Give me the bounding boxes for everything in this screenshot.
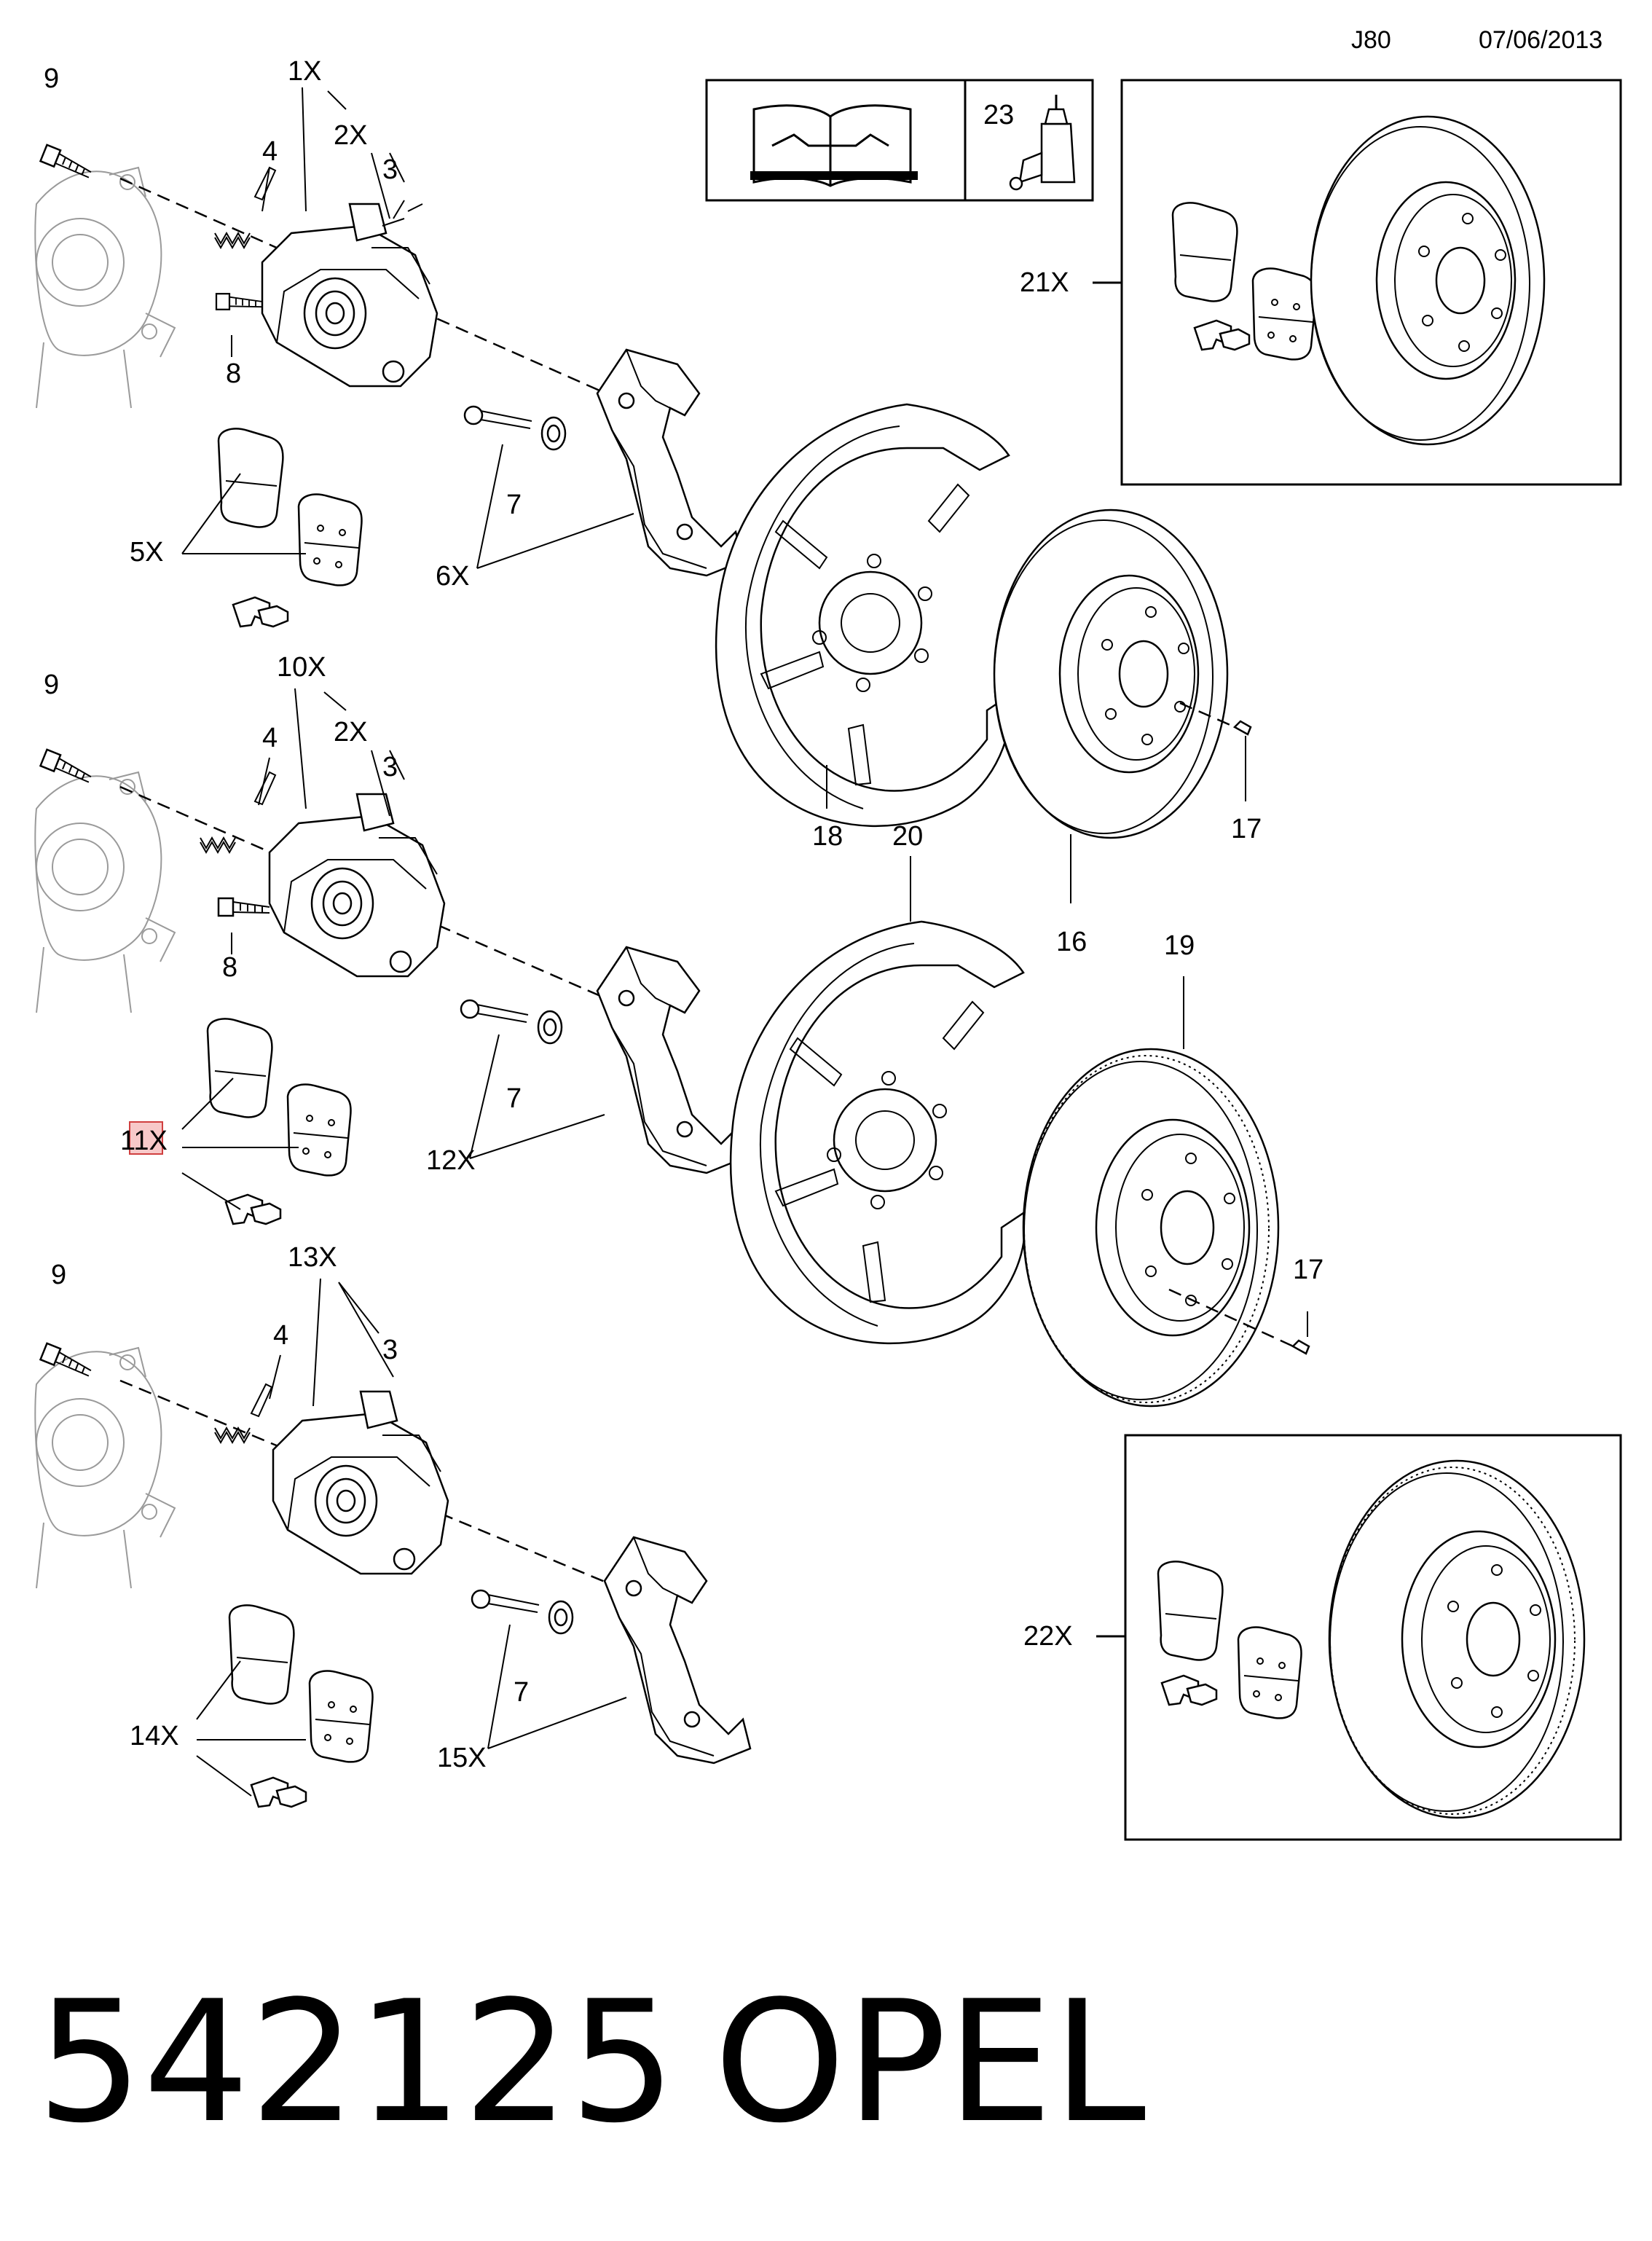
label-2x-b: 2X (334, 717, 367, 747)
label-7-a: 7 (506, 490, 522, 520)
label-13x: 13X (288, 1242, 337, 1273)
label-5x: 5X (130, 537, 163, 568)
info-box: 23 (705, 79, 1094, 202)
label-4-c: 4 (273, 1320, 288, 1351)
label-15x: 15X (437, 1743, 487, 1773)
label-19: 19 (1164, 930, 1195, 961)
shield-18 (715, 403, 1012, 828)
label-1x: 1X (288, 56, 321, 87)
label-9-b: 9 (44, 670, 59, 700)
assembly-1x (34, 144, 744, 628)
label-17-a: 17 (1231, 814, 1262, 844)
manual-wrench-icon (750, 104, 918, 187)
grease-bottle-icon (1009, 95, 1076, 191)
label-18: 18 (812, 821, 843, 852)
label-10x: 10X (277, 652, 326, 683)
label-8-a: 8 (226, 358, 241, 389)
label-6x: 6X (436, 561, 469, 592)
kit-box-21x: 21X (1020, 79, 1622, 486)
label-9-c: 9 (51, 1260, 66, 1290)
header-date: 07/06/2013 (1479, 26, 1602, 54)
label-14x: 14X (130, 1721, 179, 1751)
label-11x: 11X (120, 1126, 168, 1156)
disc-16 (993, 509, 1229, 839)
label-3-b: 3 (382, 752, 398, 782)
kit-box-22x: 22X (1023, 1434, 1622, 1841)
label-2x-a: 2X (334, 120, 367, 151)
label-3-c: 3 (382, 1335, 398, 1365)
label-23: 23 (983, 100, 1014, 130)
label-7-c: 7 (514, 1677, 529, 1708)
label-3-a: 3 (382, 154, 398, 185)
disc-19 (1022, 1048, 1280, 1408)
label-9-a: 9 (44, 63, 59, 94)
label-7-b: 7 (506, 1083, 522, 1114)
label-22x: 22X (1023, 1621, 1073, 1652)
label-16: 16 (1056, 927, 1087, 957)
label-4-a: 4 (262, 136, 278, 167)
highlight-11x (129, 1121, 163, 1155)
header-code: J80 (1351, 26, 1391, 54)
label-21x: 21X (1020, 267, 1069, 298)
brand-name: OPEL (714, 1966, 1146, 2160)
label-20: 20 (892, 821, 923, 852)
label-12x: 12X (426, 1145, 476, 1176)
shield-20 (729, 920, 1026, 1345)
label-8-b: 8 (222, 952, 237, 983)
label-4-b: 4 (262, 723, 278, 753)
part-number: 542125 (36, 1966, 676, 2160)
label-17-b: 17 (1293, 1255, 1323, 1285)
